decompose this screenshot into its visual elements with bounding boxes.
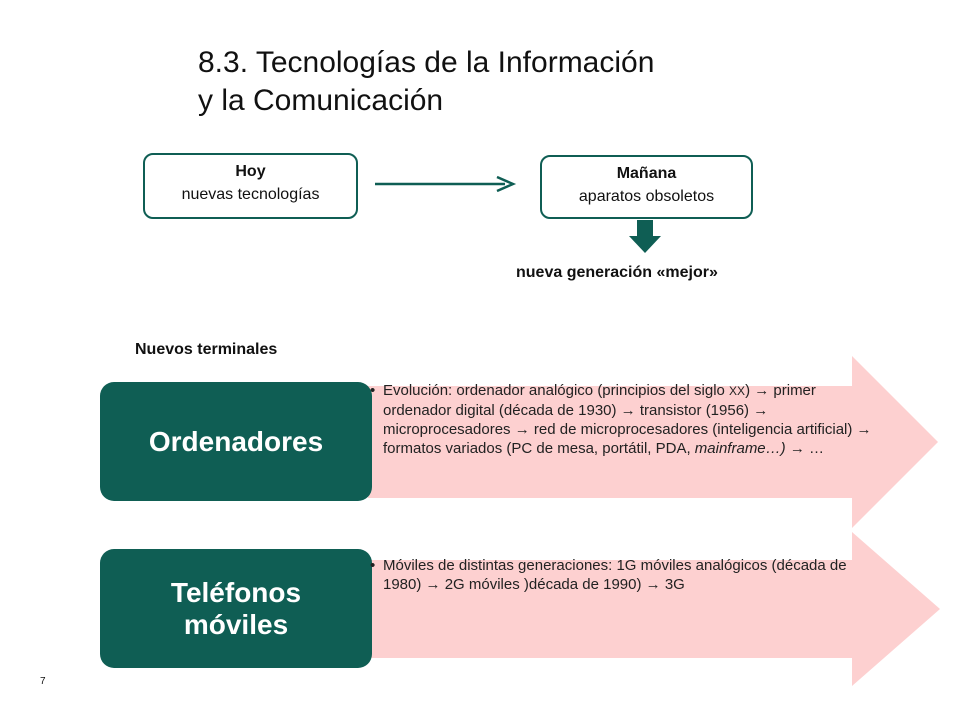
down-arrow-icon <box>629 220 661 253</box>
computers-desc-part-b: ) → primer ordenador digital (década de … <box>383 382 872 457</box>
bullet-icon: • <box>370 382 376 399</box>
bullet-icon: • <box>370 557 376 574</box>
section-label: Nuevos terminales <box>135 341 278 358</box>
mobile-phones-label-line-1: Teléfonos <box>170 576 302 608</box>
century-text: XX <box>729 384 746 398</box>
page-number: 7 <box>40 676 46 687</box>
slide-title-line-2: y la Comunicación <box>198 84 444 117</box>
today-box: Hoy nuevas tecnologías <box>143 153 358 219</box>
computers-label: Ordenadores <box>148 425 324 457</box>
today-heading: Hoy <box>235 163 266 180</box>
mobile-phones-box: Teléfonos móviles <box>100 549 372 668</box>
chevron-arrow-2 <box>368 532 940 686</box>
chevron-arrow-1 <box>368 356 938 528</box>
tomorrow-heading: Mañana <box>616 165 677 182</box>
today-text: nuevas tecnologías <box>181 186 320 203</box>
tomorrow-text: aparatos obsoletos <box>578 188 715 205</box>
mainframe-text: mainframe…) <box>694 440 786 457</box>
computers-description: • Evolución: ordenador analógico (princi… <box>370 381 880 458</box>
slide-title-line-1: 8.3. Tecnologías de la Información <box>198 46 655 79</box>
result-text: nueva generación «mejor» <box>516 264 718 281</box>
computers-desc-part-a: Evolución: ordenador analógico (principi… <box>383 382 730 399</box>
mobile-phones-label: Teléfonos móviles <box>171 577 301 641</box>
right-arrow-icon <box>375 175 517 193</box>
mobile-phones-label-line-2: móviles <box>183 608 289 640</box>
tomorrow-box: Mañana aparatos obsoletos <box>540 155 753 219</box>
mobile-phones-desc-text: Móviles de distintas generaciones: 1G mó… <box>383 557 847 593</box>
computers-desc-part-c: → … <box>785 440 824 457</box>
slide-title: 8.3. Tecnologías de la Información y la … <box>198 44 818 120</box>
computers-box: Ordenadores <box>100 382 372 501</box>
mobile-phones-description: • Móviles de distintas generaciones: 1G … <box>370 556 880 594</box>
